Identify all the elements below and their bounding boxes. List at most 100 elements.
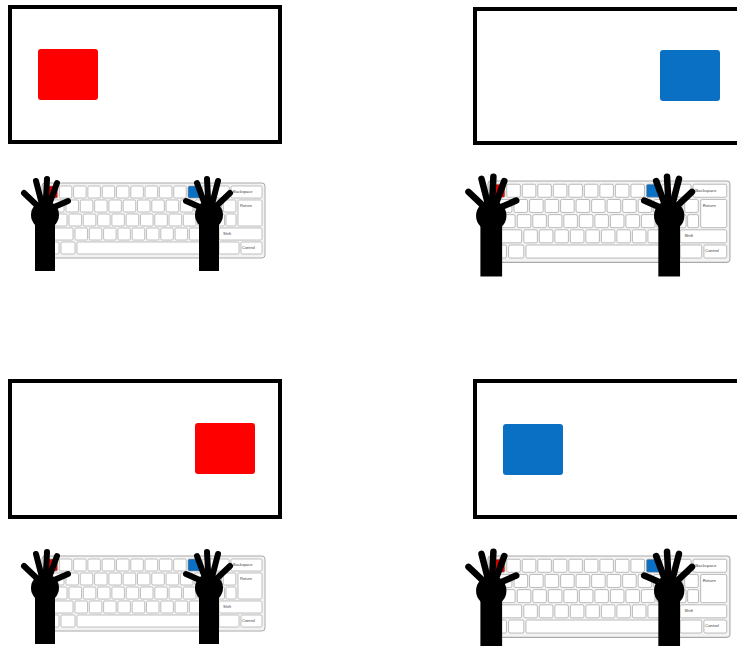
key: [517, 590, 531, 603]
key: [680, 605, 727, 618]
key: [166, 200, 179, 212]
right-hand: [644, 552, 692, 646]
key: [610, 215, 624, 228]
key: [95, 573, 108, 585]
keyboard-body: [488, 181, 730, 262]
key: [626, 590, 640, 603]
key: [175, 228, 188, 240]
key-label: Shift: [684, 234, 693, 238]
finger: [496, 576, 516, 585]
key: [226, 214, 236, 226]
key: [615, 559, 629, 572]
key: [632, 605, 646, 618]
key: [74, 186, 87, 198]
key: [615, 184, 629, 197]
key: [126, 214, 139, 226]
right-hand: [186, 552, 230, 644]
key: [75, 228, 88, 240]
key: [576, 574, 590, 587]
left-hand: [468, 552, 516, 646]
key: [104, 228, 117, 240]
key: [688, 215, 699, 228]
key: [701, 199, 727, 227]
key: [109, 573, 122, 585]
key: [545, 574, 559, 587]
key: [161, 601, 174, 613]
key: [680, 620, 702, 633]
key: [89, 228, 102, 240]
key: [166, 573, 179, 585]
key: [138, 573, 151, 585]
key-label: Backspace: [233, 563, 253, 567]
key: [507, 184, 521, 197]
key-label: Backspace: [233, 190, 253, 194]
finger: [50, 201, 68, 209]
key: [141, 587, 154, 599]
key: [77, 615, 217, 627]
key: [617, 605, 631, 618]
keyboard: [468, 177, 729, 277]
key: [641, 590, 655, 603]
key: [526, 620, 678, 633]
key: [175, 601, 188, 613]
key: [98, 214, 111, 226]
screen: [475, 381, 737, 517]
key: [123, 200, 136, 212]
key: [626, 215, 640, 228]
finger: [36, 554, 43, 582]
stimulus-square: [38, 49, 98, 100]
key: [632, 230, 646, 243]
key: [641, 215, 655, 228]
key-label: Control: [705, 624, 719, 628]
key: [509, 620, 524, 633]
keyboard-body: [42, 183, 265, 258]
key: [241, 242, 262, 254]
key: [507, 559, 521, 572]
key: [183, 214, 196, 226]
key: [77, 242, 217, 254]
key-label: Return: [703, 579, 716, 583]
key: [704, 620, 727, 633]
key: [569, 559, 583, 572]
key: [595, 215, 609, 228]
finger: [671, 179, 679, 209]
key: [576, 199, 590, 212]
key-label: Shift: [223, 605, 231, 609]
key: [69, 214, 82, 226]
key: [159, 186, 172, 198]
finger: [671, 554, 679, 584]
key: [112, 587, 125, 599]
key: [223, 573, 236, 585]
key: [524, 230, 538, 243]
key: [83, 587, 96, 599]
trial-panel: [468, 9, 737, 276]
key-label: Return: [240, 204, 252, 208]
key: [174, 559, 187, 571]
key: [533, 215, 547, 228]
key: [631, 184, 645, 197]
key: [102, 186, 115, 198]
key: [238, 200, 262, 226]
key: [584, 559, 598, 572]
key: [561, 199, 575, 212]
key: [126, 587, 139, 599]
key: [553, 559, 567, 572]
key: [241, 615, 262, 627]
finger: [186, 201, 204, 209]
key: [538, 559, 552, 572]
key: [617, 230, 631, 243]
key: [623, 199, 637, 212]
key: [219, 601, 262, 613]
key: [75, 601, 88, 613]
key: [169, 587, 182, 599]
key: [123, 573, 136, 585]
key: [161, 228, 174, 240]
left-hand: [24, 552, 68, 644]
key: [607, 574, 621, 587]
key: [600, 559, 614, 572]
key: [701, 574, 727, 602]
key: [601, 605, 615, 618]
key: [693, 559, 727, 572]
key: [223, 200, 236, 212]
key: [132, 228, 145, 240]
